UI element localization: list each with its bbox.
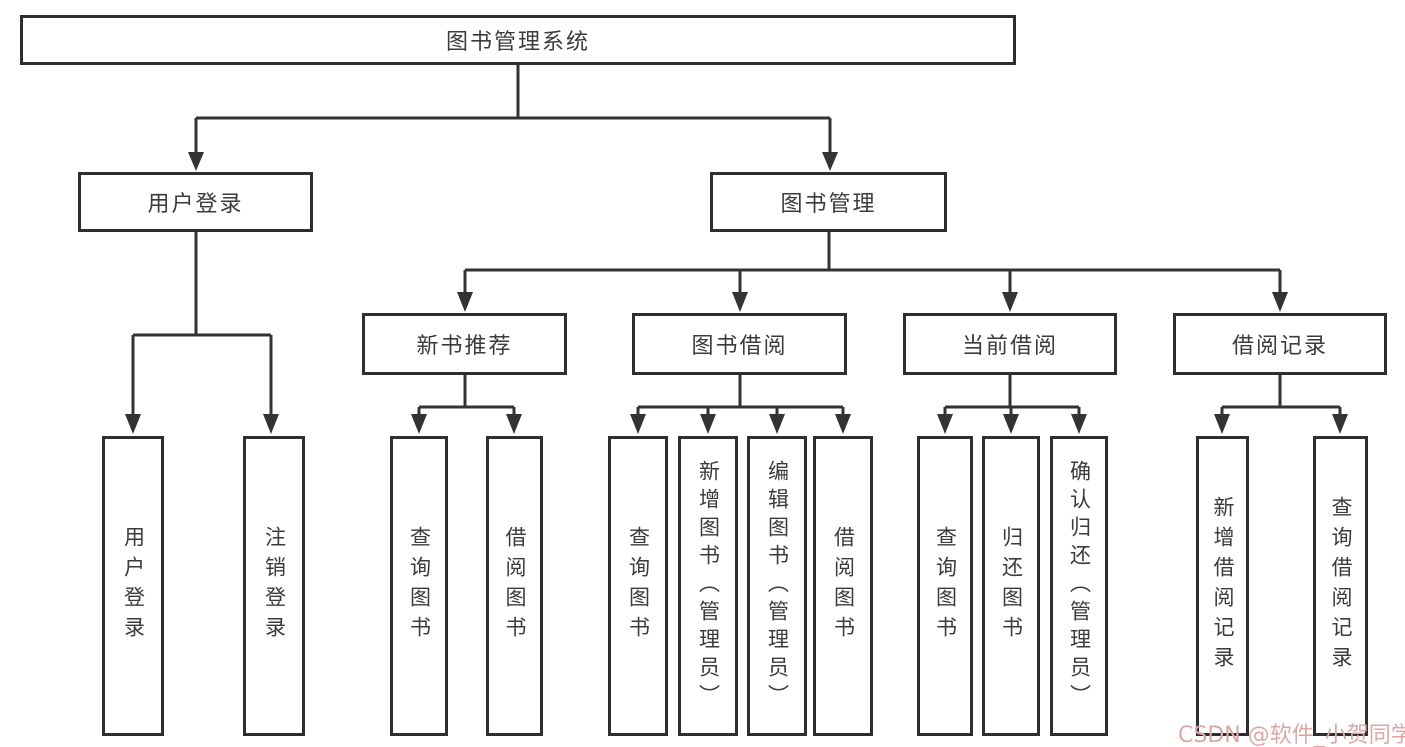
arrow-down-icon: [125, 414, 141, 434]
arrow-down-icon: [188, 152, 204, 171]
connector-new-book-branch: [411, 375, 522, 434]
node-root-system: 图书管理系统: [20, 15, 1016, 65]
arrow-down-icon: [411, 414, 427, 434]
connector-borrow-record-branch: [1214, 375, 1348, 434]
arrow-down-icon: [1003, 414, 1019, 434]
connector-current-borrow-branch: [937, 375, 1087, 434]
arrow-down-icon: [769, 414, 785, 434]
leaf-add-books-admin: 新增图书（管理员）: [678, 436, 738, 736]
node-label: 新增借阅记录: [1211, 496, 1236, 676]
arrow-down-icon: [1002, 292, 1018, 312]
node-new-book-recommend: 新书推荐: [362, 313, 567, 375]
arrow-down-icon: [263, 414, 279, 434]
connector-user-login-branch: [125, 232, 279, 434]
node-label: 查询图书: [626, 526, 651, 646]
arrow-down-icon: [630, 414, 646, 434]
leaf-query-books-2: 查询图书: [608, 436, 668, 736]
node-label: 用户登录: [147, 192, 244, 217]
leaf-query-books-3: 查询图书: [917, 436, 973, 736]
connector-book-borrow-branch: [630, 375, 851, 434]
node-label: 查询图书: [933, 526, 958, 646]
arrow-down-icon: [835, 414, 851, 434]
leaf-query-borrow-record: 查询借阅记录: [1313, 436, 1368, 736]
node-label: 图书管理: [780, 192, 877, 217]
leaf-edit-books-admin: 编辑图书（管理员）: [747, 436, 807, 736]
arrow-down-icon: [1332, 414, 1348, 434]
arrow-down-icon: [822, 152, 838, 171]
leaf-borrow-books-1: 借阅图书: [486, 436, 543, 736]
leaf-return-books: 归还图书: [982, 436, 1040, 736]
arrow-down-icon: [457, 292, 473, 312]
node-label: 编辑图书（管理员）: [765, 460, 790, 712]
node-book-management: 图书管理: [710, 172, 947, 232]
arrow-down-icon: [1272, 292, 1288, 312]
connector-book-mgmt-branch: [457, 232, 1288, 312]
leaf-query-books-1: 查询图书: [390, 436, 448, 736]
node-label: 查询图书: [407, 526, 432, 646]
node-label: 图书管理系统: [445, 30, 590, 55]
node-label: 借阅图书: [503, 526, 528, 646]
arrow-down-icon: [700, 414, 716, 434]
arrow-down-icon: [937, 414, 953, 434]
node-current-borrow: 当前借阅: [903, 313, 1117, 375]
node-label: 借阅记录: [1231, 334, 1328, 359]
node-borrow-record: 借阅记录: [1173, 313, 1387, 375]
arrow-down-icon: [732, 292, 748, 312]
node-label: 归还图书: [999, 526, 1024, 646]
node-label: 新增图书（管理员）: [696, 460, 721, 712]
node-label: 注销登录: [262, 526, 287, 646]
node-label: 确认归还（管理员）: [1067, 460, 1092, 712]
node-label: 查询借阅记录: [1329, 496, 1354, 676]
leaf-logout: 注销登录: [243, 436, 305, 736]
leaf-confirm-return-admin: 确认归还（管理员）: [1050, 436, 1108, 736]
connector-root-branch: [188, 65, 838, 171]
leaf-add-borrow-record: 新增借阅记录: [1196, 436, 1249, 736]
node-label: 当前借阅: [961, 334, 1058, 359]
arrow-down-icon: [506, 414, 522, 434]
arrow-down-icon: [1071, 414, 1087, 434]
leaf-user-login: 用户登录: [102, 436, 164, 736]
leaf-borrow-books-2: 借阅图书: [813, 436, 873, 736]
node-label: 图书借阅: [691, 334, 788, 359]
node-label: 新书推荐: [416, 334, 513, 359]
node-label: 借阅图书: [831, 526, 856, 646]
node-book-borrow: 图书借阅: [632, 313, 847, 375]
node-user-login: 用户登录: [78, 172, 313, 232]
node-label: 用户登录: [121, 526, 146, 646]
csdn-watermark: CSDN @软件_小贺同学: [1178, 723, 1405, 747]
arrow-down-icon: [1214, 414, 1230, 434]
